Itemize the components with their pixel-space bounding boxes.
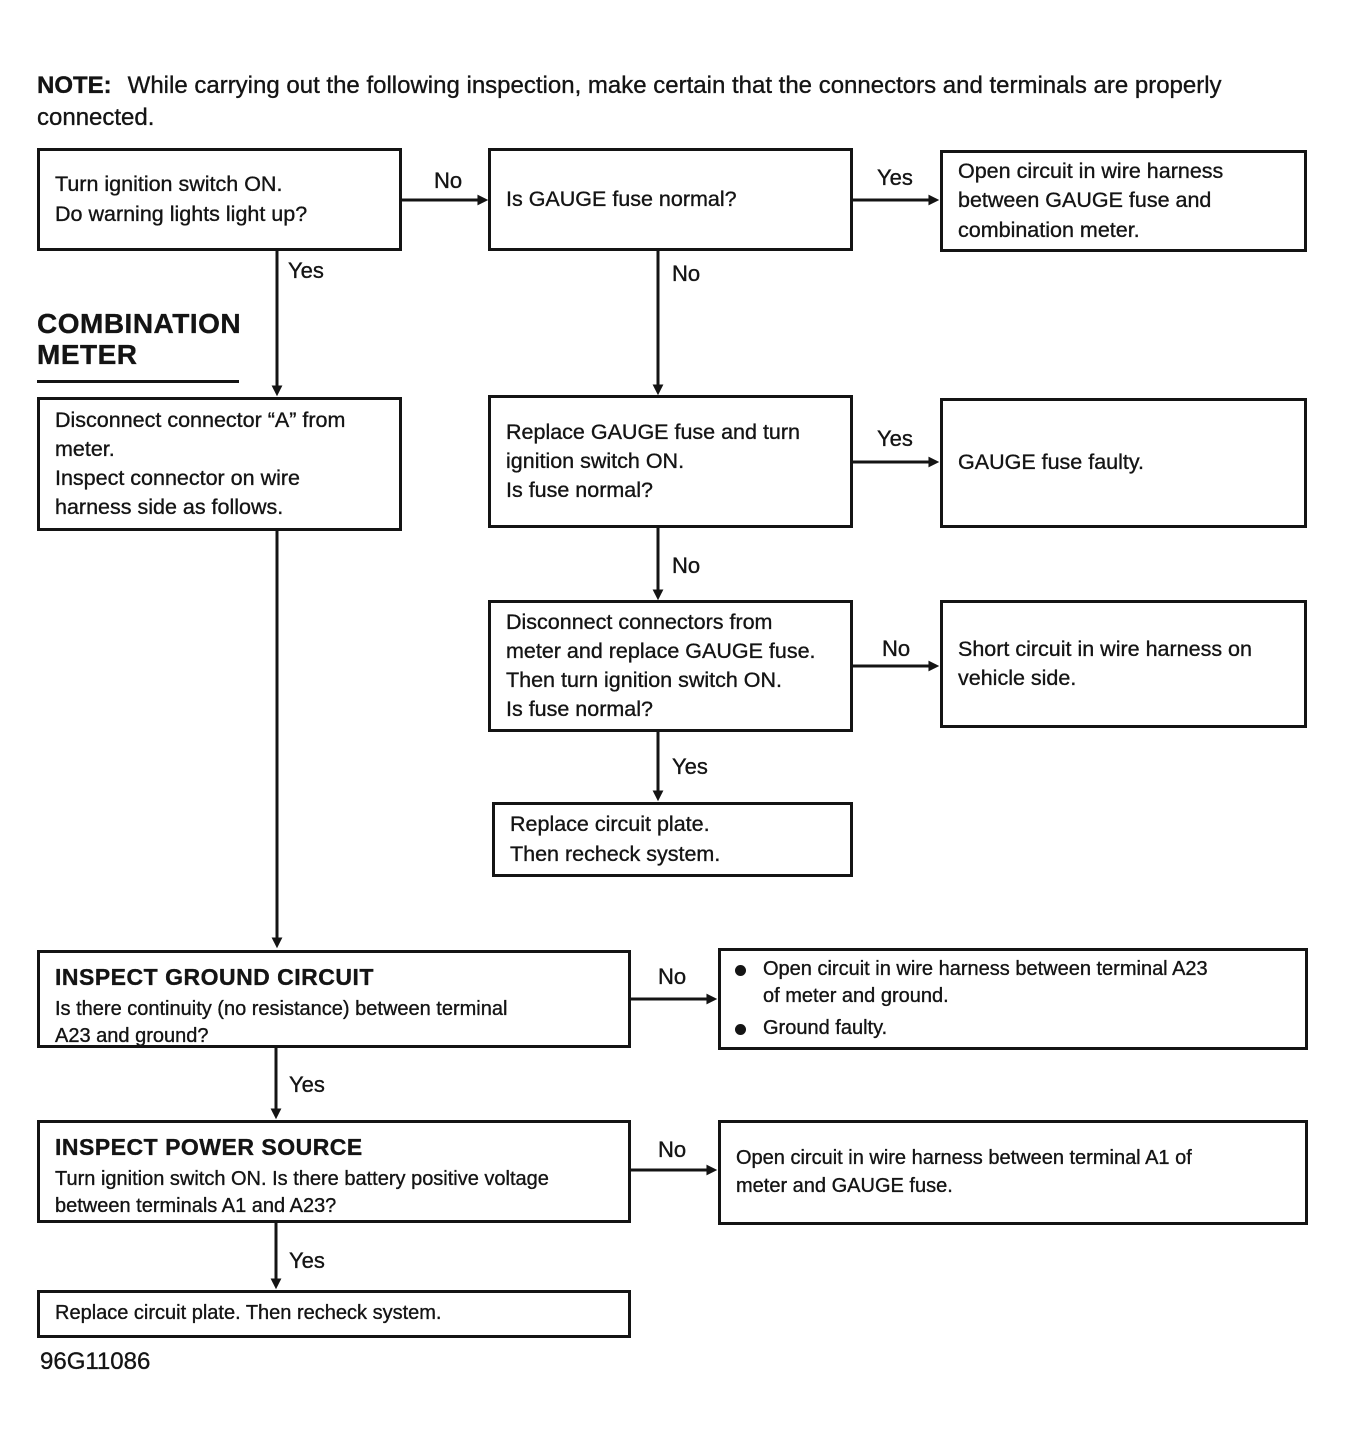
box-short-circuit-vehicle-text: Short circuit in wire harness on vehicle… (958, 636, 1252, 691)
ground-fault-item-1-text: Open circuit in wire harness between ter… (763, 958, 1208, 1008)
ground-fault-item-1: Open circuit in wire harness between ter… (731, 956, 1290, 1010)
box-open-circuit-a1: Open circuit in wire harness between ter… (718, 1120, 1308, 1225)
box-open-circuit-gauge-meter: Open circuit in wire harness between GAU… (940, 150, 1307, 252)
box-disconnect-connectors-replace-fuse: Disconnect connectors from meter and rep… (488, 600, 853, 732)
box-gauge-fuse-normal: Is GAUGE fuse normal? (488, 148, 853, 251)
label-yes-fuse-open-circuit: Yes (877, 165, 913, 190)
note-paragraph: NOTE:While carrying out the following in… (37, 70, 1331, 133)
label-yes-warning-lights: Yes (288, 258, 324, 283)
ground-fault-item-2-text: Ground faulty. (763, 1016, 888, 1039)
box-replace-circuit-plate-final: Replace circuit plate. Then recheck syst… (37, 1290, 631, 1338)
box-short-circuit-vehicle: Short circuit in wire harness on vehicle… (940, 600, 1307, 728)
box-gauge-fuse-faulty: GAUGE fuse faulty. (940, 398, 1307, 528)
box-replace-gauge-fuse-text: Replace GAUGE fuse and turn ignition swi… (506, 419, 800, 503)
label-no-warning-lights: No (434, 168, 463, 193)
box-disconnect-connectors-replace-fuse-text: Disconnect connectors from meter and rep… (506, 609, 816, 722)
box-open-circuit-a1-text: Open circuit in wire harness between ter… (736, 1147, 1192, 1197)
box-warning-lights-text: Turn ignition switch ON. Do warning ligh… (55, 172, 308, 226)
inspect-ground-text: Is there continuity (no resistance) betw… (55, 998, 508, 1048)
box-disconnect-connector-a-text: Disconnect connector “A” from meter. Ins… (55, 407, 346, 520)
label-yes-replace-plate: Yes (672, 754, 708, 779)
box-ground-fault-results: Open circuit in wire harness between ter… (718, 948, 1308, 1050)
box-replace-gauge-fuse: Replace GAUGE fuse and turn ignition swi… (488, 395, 853, 528)
box-open-circuit-gauge-meter-text: Open circuit in wire harness between GAU… (958, 159, 1224, 242)
box-replace-circuit-plate-recheck-text: Replace circuit plate. Then recheck syst… (510, 812, 721, 866)
box-disconnect-connector-a: Disconnect connector “A” from meter. Ins… (37, 397, 402, 531)
figure-code: 96G11086 (40, 1348, 151, 1375)
bullet-icon (735, 1023, 746, 1035)
note-label: NOTE: (37, 72, 112, 99)
box-inspect-ground-circuit: INSPECT GROUND CIRCUIT Is there continui… (37, 950, 631, 1048)
label-no-ground-circuit: No (658, 964, 687, 989)
inspect-power-text: Turn ignition switch ON. Is there batter… (55, 1168, 549, 1218)
inspect-power-title: INSPECT POWER SOURCE (55, 1134, 363, 1160)
label-yes-fuse-faulty: Yes (877, 426, 913, 451)
box-gauge-fuse-normal-text: Is GAUGE fuse normal? (506, 186, 737, 211)
box-gauge-fuse-faulty-text: GAUGE fuse faulty. (958, 450, 1145, 475)
box-replace-circuit-plate-recheck: Replace circuit plate. Then recheck syst… (492, 802, 853, 877)
box-inspect-power-source: INSPECT POWER SOURCE Turn ignition switc… (37, 1120, 631, 1223)
label-yes-power-source: Yes (289, 1248, 325, 1273)
label-no-power-source: No (658, 1137, 687, 1162)
label-no-short-circuit: No (882, 636, 911, 661)
inspect-ground-title: INSPECT GROUND CIRCUIT (55, 964, 374, 990)
box-replace-circuit-plate-final-text: Replace circuit plate. Then recheck syst… (55, 1302, 442, 1325)
box-warning-lights: Turn ignition switch ON. Do warning ligh… (37, 148, 402, 251)
label-yes-ground-circuit: Yes (289, 1072, 325, 1097)
bullet-icon (735, 965, 746, 977)
ground-fault-item-2: Ground faulty. (731, 1015, 1290, 1042)
note-text: While carrying out the following inspect… (37, 72, 1222, 131)
label-no-replaced-fuse: No (672, 553, 701, 578)
section-heading-combination-meter: COMBINATION METER (37, 308, 241, 383)
label-no-fuse-normal: No (672, 261, 701, 286)
